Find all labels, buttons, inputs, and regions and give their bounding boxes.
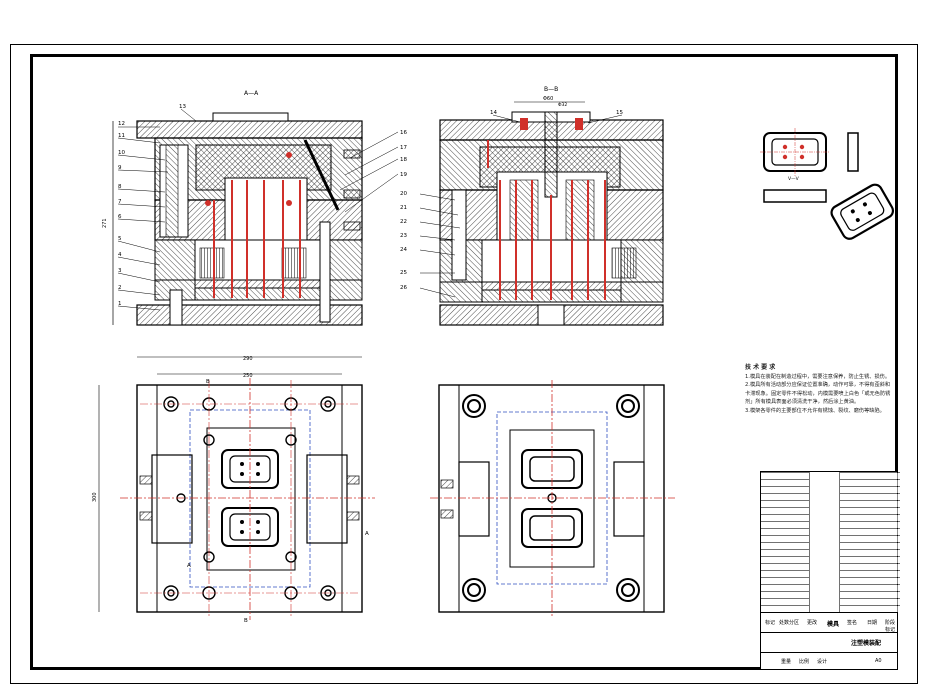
bottom-clamp-plate xyxy=(136,304,363,326)
tb-label-sign: 签名 xyxy=(847,620,858,626)
tb-label-mark: 标记 xyxy=(765,620,776,626)
svg-text:2: 2 xyxy=(118,285,122,291)
tb-label-date: 日期 xyxy=(867,620,878,626)
dim-top-inner: 250 xyxy=(243,373,253,379)
tech-req-title: 技 术 要 求 xyxy=(745,364,776,371)
drawing-sheet xyxy=(10,44,918,684)
svg-text:22: 22 xyxy=(400,219,407,225)
svg-text:12: 12 xyxy=(118,121,125,127)
angle-pin xyxy=(303,139,340,211)
section-letter-b-bottom: B xyxy=(244,618,248,624)
section-letter-a: A xyxy=(187,563,191,569)
locating-ring xyxy=(212,112,289,122)
dim-bb-top: Φ60 xyxy=(543,96,553,102)
svg-text:3: 3 xyxy=(118,268,122,274)
svg-text:20: 20 xyxy=(400,191,407,197)
svg-text:13: 13 xyxy=(179,104,186,110)
svg-text:5: 5 xyxy=(118,236,122,242)
tb-label-change: 更改 xyxy=(807,620,818,626)
svg-text:4: 4 xyxy=(118,252,122,258)
svg-text:8: 8 xyxy=(118,184,122,190)
svg-text:6: 6 xyxy=(118,214,122,220)
parts-list-grid xyxy=(761,472,810,612)
left-part-numbers: 12 11 10 9 8 7 6 5 4 3 2 1 xyxy=(118,121,125,307)
svg-text:1: 1 xyxy=(118,301,122,307)
svg-text:14: 14 xyxy=(490,110,497,116)
tb-company: 设计 xyxy=(817,659,828,665)
dim-top-width: 290 xyxy=(243,356,253,362)
svg-text:16: 16 xyxy=(400,130,407,136)
top-clamp-plate xyxy=(136,120,363,139)
svg-text:25: 25 xyxy=(400,270,407,276)
svg-text:7: 7 xyxy=(118,199,122,205)
tech-req-line-1: 1.模具在装配在制造过程中，需要注意保养，防止生锈、损伤。 xyxy=(745,373,891,380)
plan-view-core-side: 290 250 300 xyxy=(92,356,375,624)
tb-label-stage: 阶段标记 xyxy=(884,620,895,633)
section-bb-view: B—B Φ60 Φ32 xyxy=(400,86,664,326)
tb-label-weight: 重量 xyxy=(781,659,792,665)
svg-text:15: 15 xyxy=(616,110,623,116)
section-aa-label: A—A xyxy=(244,90,259,97)
svg-text:23: 23 xyxy=(400,233,407,239)
svg-text:26: 26 xyxy=(400,285,407,291)
return-spring-left xyxy=(199,247,225,279)
svg-text:19: 19 xyxy=(400,172,407,178)
title-block: 标记 处数分区 更改 模具 签名 日期 阶段标记 注塑模装配 A0 设计 重量 … xyxy=(760,471,900,670)
tb-label-scale: 比例 xyxy=(799,659,810,665)
return-spring-right xyxy=(281,247,307,279)
section-letter-a-right: A xyxy=(365,531,369,537)
right-part-numbers: 16 17 18 19 20 21 22 23 24 25 26 xyxy=(400,130,407,291)
svg-text:9: 9 xyxy=(118,165,122,171)
tech-req-line-3: 3.模架各零件的主要部位不允许有锈蚀、裂纹、磨伤等缺陷。 xyxy=(745,407,885,414)
tb-label-zone: 处数分区 xyxy=(779,620,800,626)
section-bb-label: B—B xyxy=(544,86,558,93)
tb-design-title: 模具 xyxy=(827,621,840,628)
svg-text:10: 10 xyxy=(118,150,125,156)
view-vv-label: V—V xyxy=(788,176,800,182)
part-views: V—V xyxy=(760,128,895,240)
core-insert xyxy=(224,177,308,241)
drawing-frame xyxy=(30,54,898,670)
svg-text:24: 24 xyxy=(400,247,407,253)
svg-text:17: 17 xyxy=(400,145,407,151)
tech-req-line-2: 2.模具所有活动部分应保证位置准确，动作可靠，不得有歪斜和卡滞现象。固定零件不得… xyxy=(745,382,891,406)
svg-text:21: 21 xyxy=(400,205,407,211)
svg-text:18: 18 xyxy=(400,157,407,163)
dim-left-height: 300 xyxy=(92,492,98,502)
dim-bb-small: Φ32 xyxy=(558,102,567,108)
plan-view-cavity-side xyxy=(430,380,675,618)
section-aa-view: A—A xyxy=(102,90,399,326)
tb-sheet-size: A0 xyxy=(875,658,882,664)
dim-side-height: 271 xyxy=(102,218,108,228)
tb-drawing-name: 注塑模装配 xyxy=(851,640,882,647)
section-letter-b-top: B xyxy=(206,379,210,385)
technical-requirements: 技 术 要 求 1.模具在装配在制造过程中，需要注意保养，防止生锈、损伤。 2.… xyxy=(745,364,895,416)
svg-text:11: 11 xyxy=(118,133,125,139)
